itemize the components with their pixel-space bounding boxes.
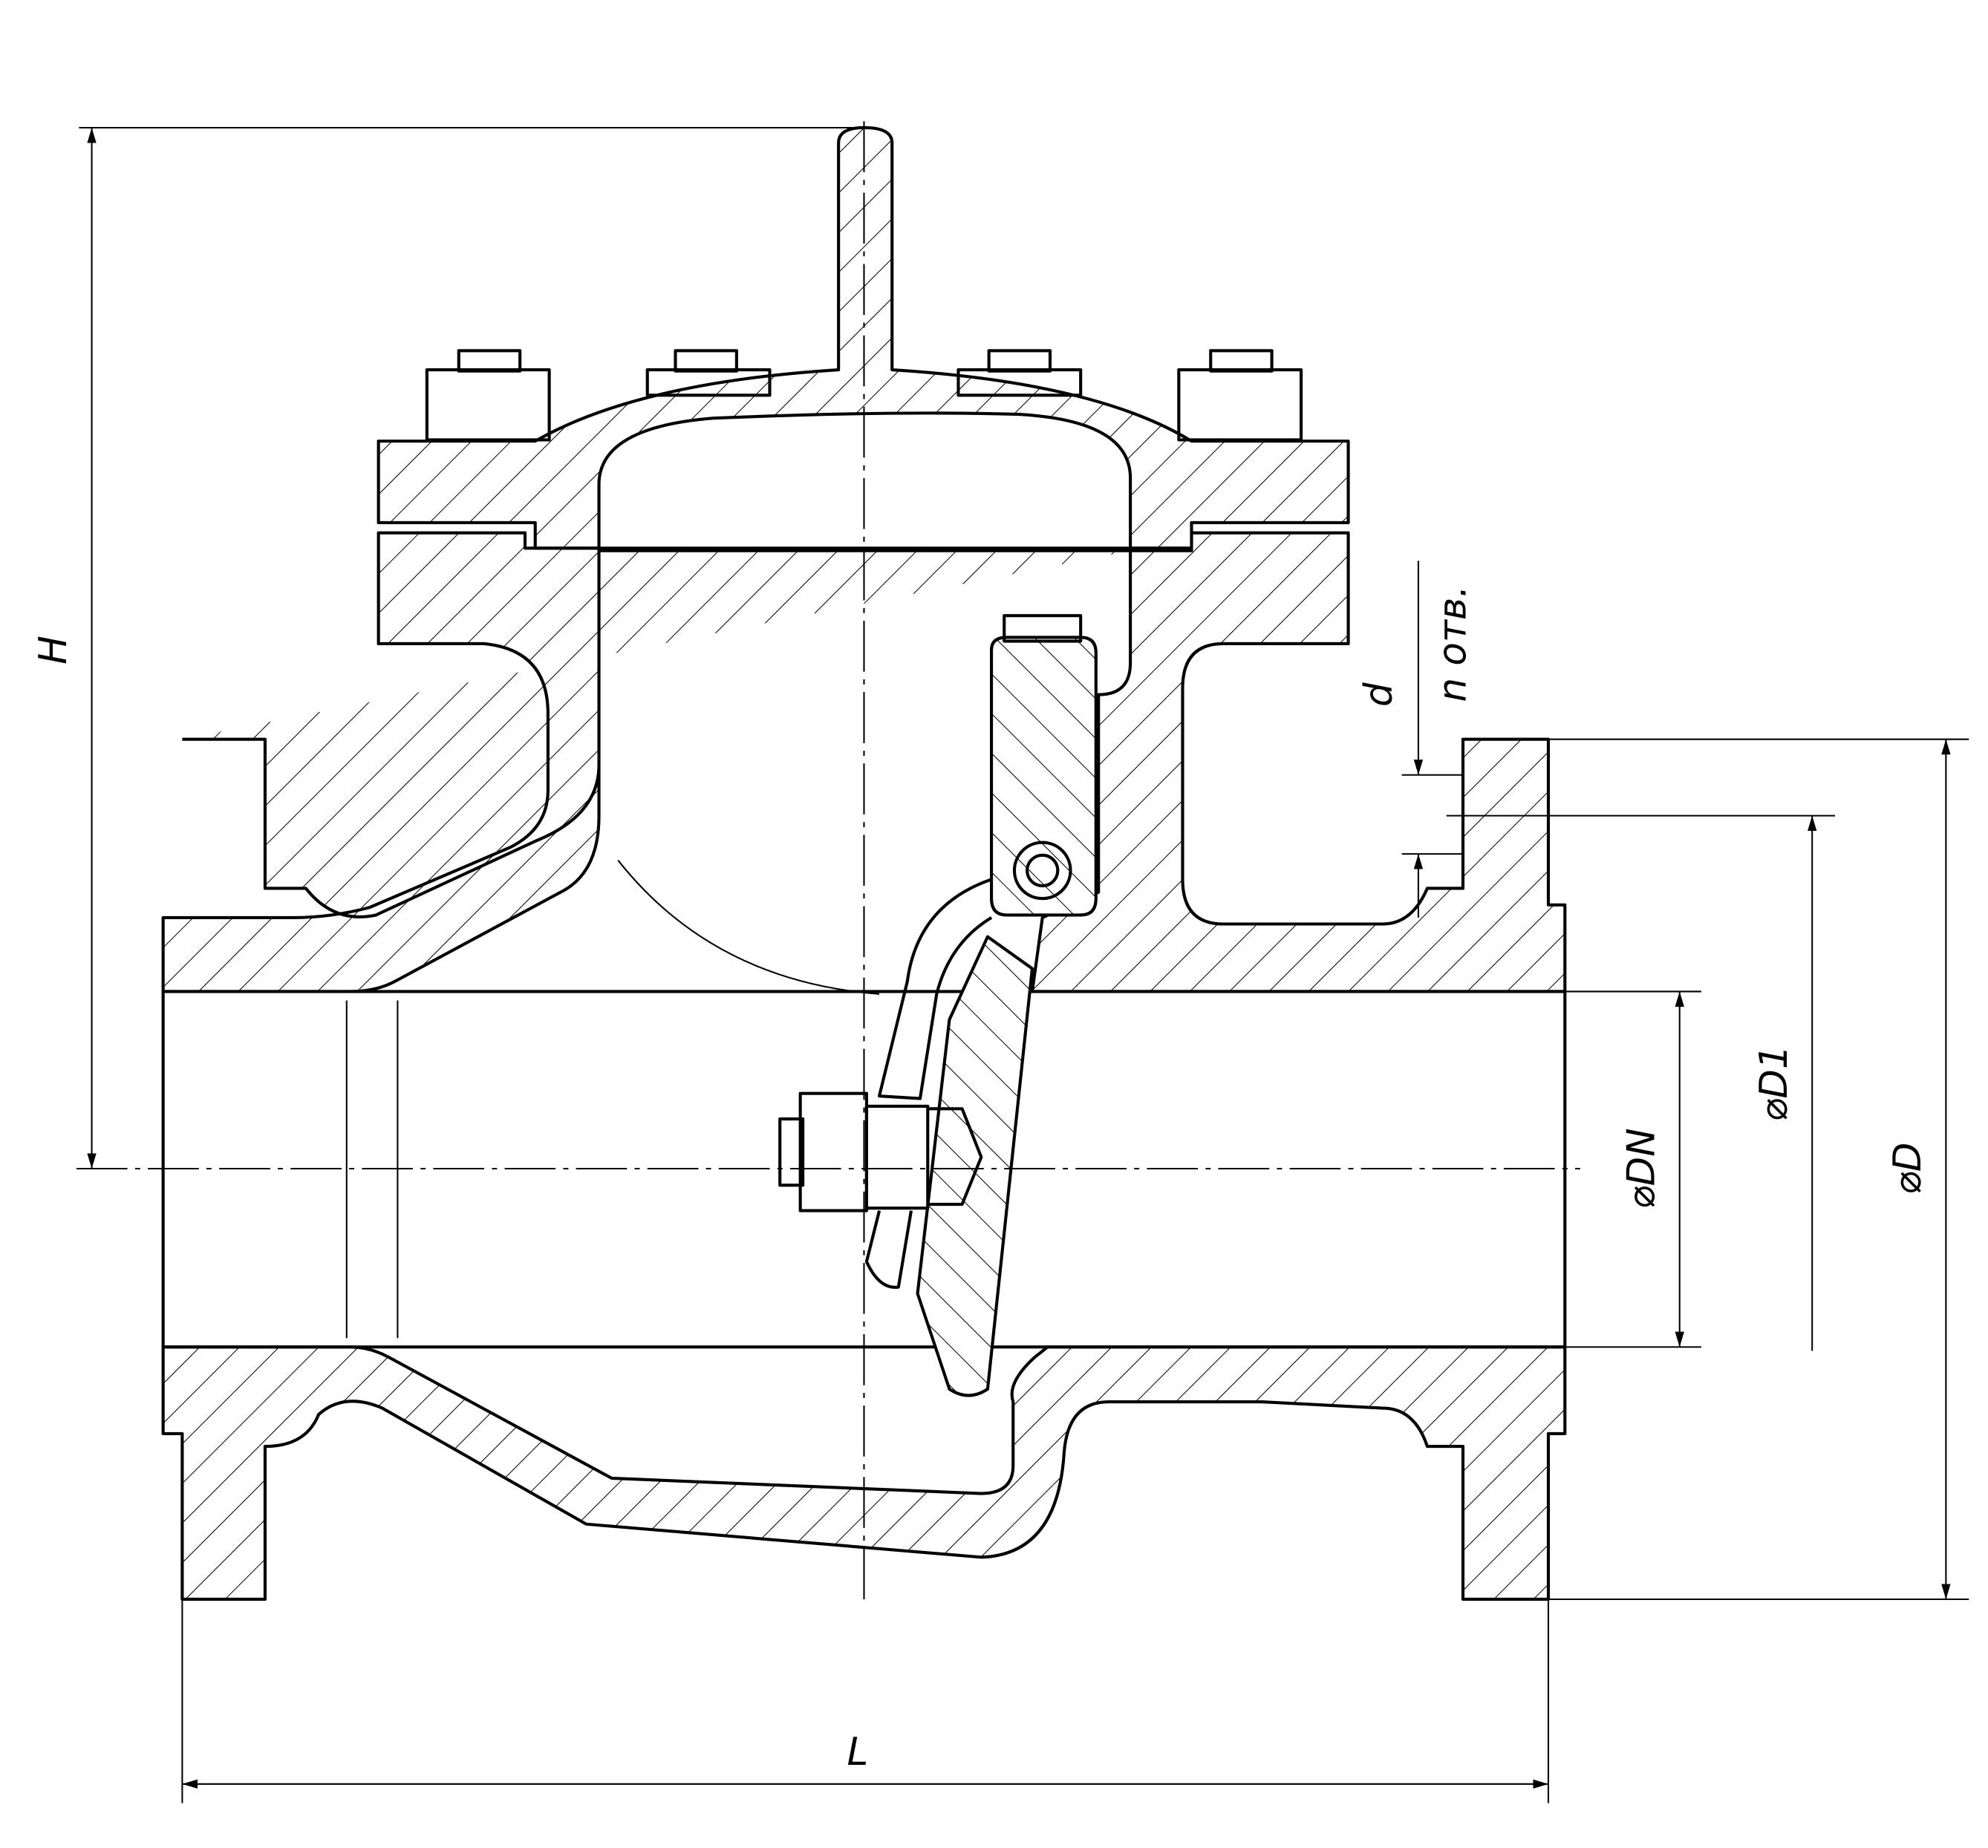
disc-assembly: [617, 614, 1098, 1397]
dimension-L: L: [181, 1599, 1550, 1803]
dimension-H: H: [31, 126, 867, 1169]
dimension-DN: ⌀DN: [1565, 990, 1701, 1348]
label-D: ⌀D: [1886, 1143, 1930, 1195]
label-H: H: [31, 636, 76, 665]
dimension-D: ⌀D: [1548, 738, 1969, 1601]
bolt-nut-3: [956, 349, 1083, 397]
bolt-nut-4: [1177, 349, 1303, 442]
label-D1: ⌀D1: [1752, 1045, 1796, 1121]
dimension-D1: ⌀D1: [1446, 814, 1836, 1351]
bolt-nut-1: [425, 349, 551, 442]
label-L: L: [847, 1730, 869, 1774]
label-n-holes: n отв.: [1430, 585, 1475, 702]
bolt-nut-2: [645, 349, 772, 397]
label-DN: ⌀DN: [1619, 1128, 1663, 1209]
dimension-hole: d n отв.: [1357, 561, 1475, 918]
label-d: d: [1357, 682, 1401, 707]
bonnet-bolts: [425, 349, 1303, 442]
centerlines: [76, 121, 1580, 1599]
